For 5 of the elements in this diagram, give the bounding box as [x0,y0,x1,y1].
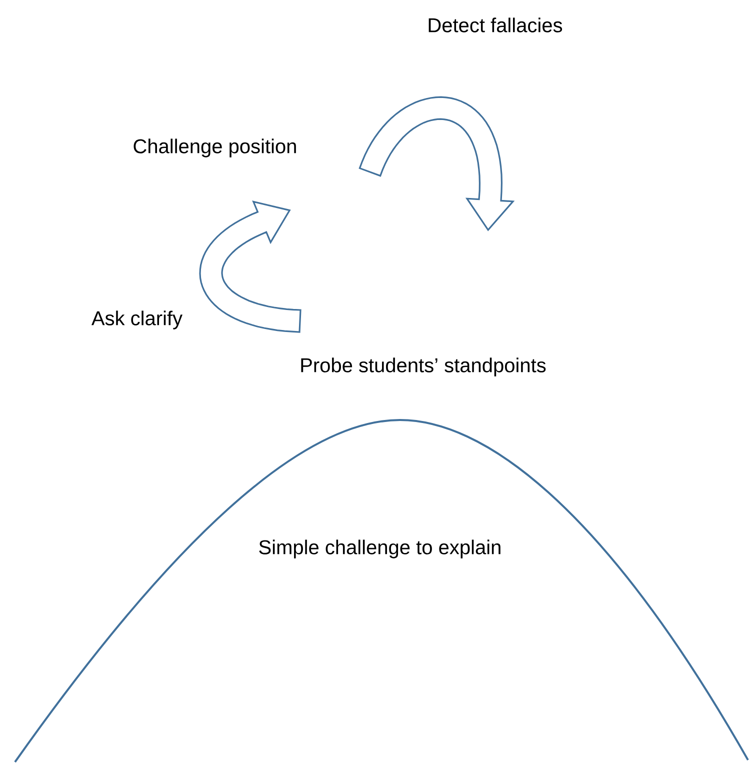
step-label: Challenge position [134,138,296,158]
step-label: Detect fallacies [428,18,562,32]
step-label: Probe students’ standpoints [301,358,546,376]
step-label: Ask clarify [91,310,182,330]
step-label: Simple challenge to explain [259,540,500,558]
